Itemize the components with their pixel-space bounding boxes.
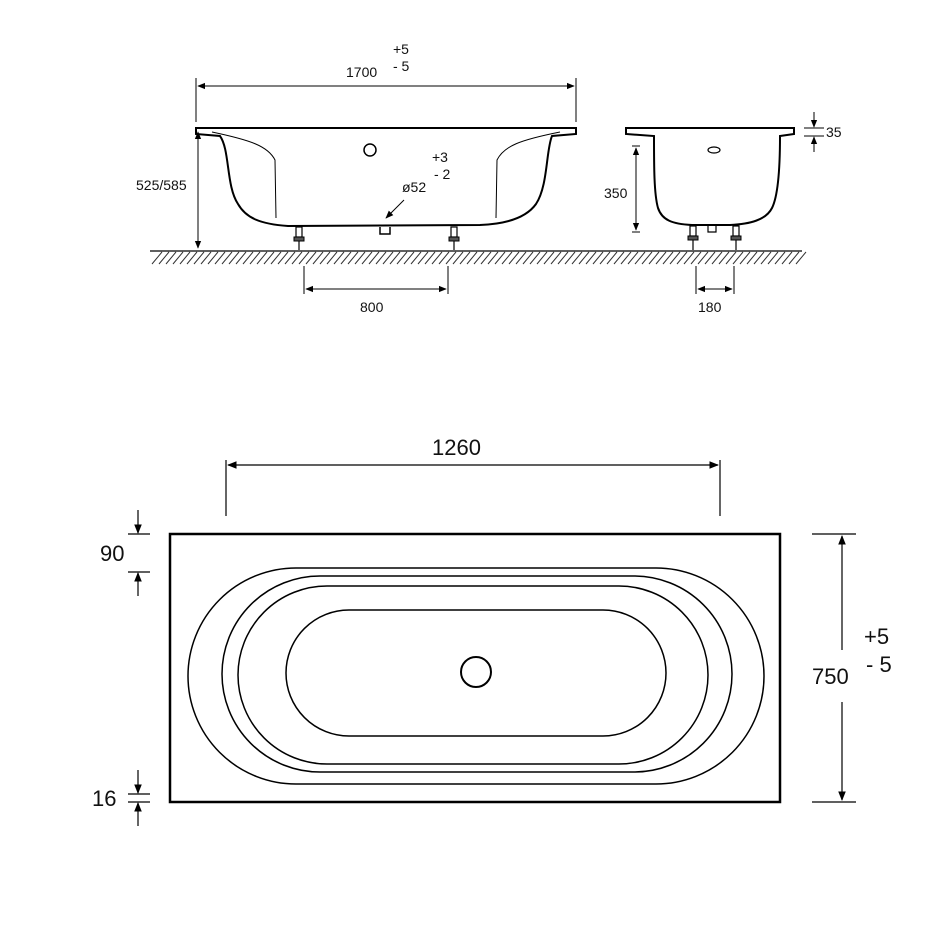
width-label: 750 — [812, 664, 849, 689]
tub-outer-rim — [168, 532, 782, 804]
rim-top-label: 90 — [100, 541, 124, 566]
basin-floor — [285, 609, 667, 737]
side-view: 1700 +5 - 5 ø52 +3 - 2 525/585 800 — [136, 41, 577, 315]
basin-outer-edge — [221, 575, 733, 773]
drain-outlet — [707, 226, 717, 233]
drain-hole — [460, 656, 492, 688]
tub-foot-right — [448, 226, 460, 250]
tub-inner-wall-right — [495, 131, 561, 219]
length-label: 1700 — [346, 64, 377, 80]
top-view: 1260 90 16 750 +5 - 5 — [92, 435, 892, 826]
basin-inner-edge — [237, 585, 709, 765]
width-tolerance-minus: - 5 — [866, 652, 892, 677]
drain-tolerance-plus: +3 — [432, 149, 448, 165]
height-label: 525/585 — [136, 177, 187, 193]
overflow-hole — [363, 143, 377, 157]
drain-leader-line — [385, 199, 405, 219]
tub-foot-left — [687, 225, 699, 250]
feet-spacing-label: 180 — [698, 299, 722, 315]
feet-spacing-label: 800 — [360, 299, 384, 315]
length-tolerance-minus: - 5 — [393, 58, 410, 74]
drain-tolerance-minus: - 2 — [434, 166, 451, 182]
drain-outlet — [379, 227, 391, 235]
tub-end-profile — [625, 127, 795, 226]
drain-diameter-label: ø52 — [402, 179, 426, 195]
rim-height-label: 35 — [826, 124, 842, 140]
tub-foot-right — [730, 225, 742, 250]
width-tolerance-plus: +5 — [864, 624, 889, 649]
end-view: 35 350 180 — [604, 112, 842, 315]
rim-bottom-label: 16 — [92, 786, 116, 811]
tub-side-profile — [195, 127, 577, 228]
floor-line — [150, 250, 807, 265]
rim-inner-outline — [187, 567, 765, 785]
length-tolerance-plus: +5 — [393, 41, 409, 57]
inner-length-label: 1260 — [432, 435, 481, 460]
depth-label: 350 — [604, 185, 628, 201]
overflow-hole — [707, 146, 721, 154]
tub-inner-wall-left — [211, 131, 277, 219]
tub-foot-left — [293, 226, 305, 250]
